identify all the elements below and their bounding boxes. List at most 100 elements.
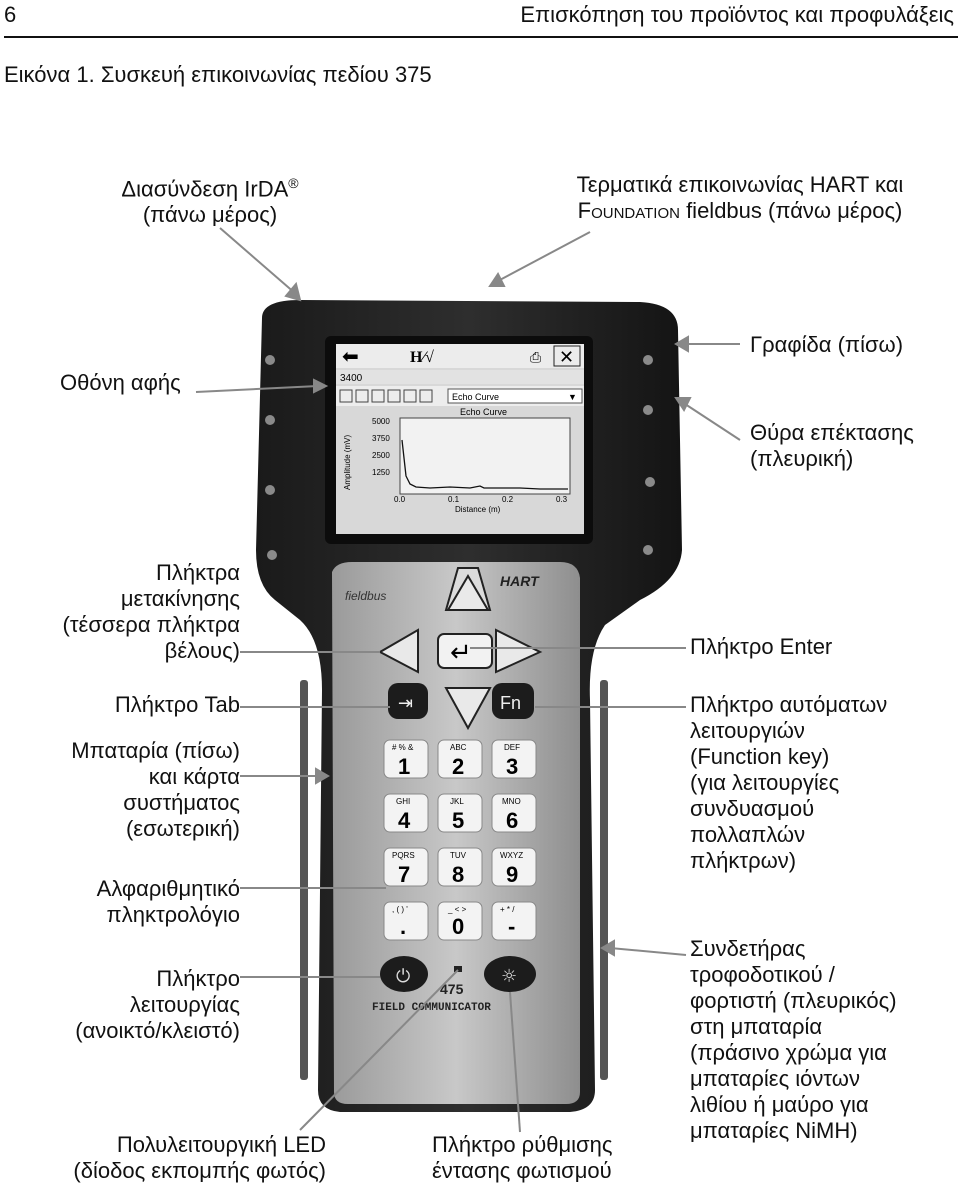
backlight-key [484,956,536,992]
key-4: GHI 4 [383,793,429,833]
navigation-keys [377,567,543,731]
key-period: , ( ) '. [383,901,429,941]
svg-text:H⁄√: H⁄√ [410,349,434,366]
label-keypad: Αλφαριθμητικό πληκτρολόγιο [96,876,240,927]
back-arrow-icon: ⬅ [342,344,359,368]
callout-leader-lines [195,227,741,1133]
svg-text:3: 3 [506,754,518,779]
screen-dropdown: Echo Curve [452,392,499,402]
power-icon: ⏻ [396,966,410,987]
tab-key [388,683,428,719]
key-7: PQRS 7 [383,847,429,887]
close-icon: ✕ [559,347,574,368]
svg-text:DEF: DEF [504,743,520,752]
label-charger-connector: Συνδετήρας τροφοδοτικού / φορτιστή (πλευ… [690,936,897,1143]
dropdown-arrow-icon: ▼ [568,392,577,402]
key-5: JKL 5 [437,793,483,833]
svg-text:.: . [400,914,406,939]
svg-text:9: 9 [506,862,518,887]
svg-text:PQRS: PQRS [392,851,415,860]
lightbulb-icon: ☼ [501,966,517,987]
svg-text:3750: 3750 [372,434,390,443]
key-1: # % & 1 [383,739,429,779]
label-touchscreen: Οθόνη αφής [60,370,181,395]
plot-x-axis-label: Distance (m) [455,505,501,514]
plot-x-ticks: 0.0 0.1 0.2 0.3 [394,495,568,504]
label-power-key: Πλήκτρο λειτουργίας (ανοικτό/κλειστό) [75,966,240,1043]
page-header-title: Επισκόπηση του προϊόντος και προφυλάξεις [520,2,954,27]
power-key [380,956,428,992]
svg-text:0.0: 0.0 [394,495,406,504]
down-arrow-key [444,687,492,731]
figure-caption: Εικόνα 1. Συσκευή επικοινωνίας πεδίου 37… [4,62,432,87]
key-8: TUV 8 [437,847,483,887]
model-name: FIELD COMMUNICATOR [372,1002,491,1014]
svg-text:-: - [508,914,515,939]
label-tab-key: Πλήκτρο Tab [114,692,240,717]
label-expansion-port: Θύρα επέκτασης(πλευρική) [750,420,914,471]
plot-title: Echo Curve [460,407,507,417]
svg-text:TUV: TUV [450,851,467,860]
svg-text:+ * /: + * / [500,905,515,914]
status-led [454,966,462,972]
label-led: Πολυλειτουργική LED (δίοδος εκπομπής φωτ… [73,1132,326,1183]
key-2: ABC 2 [437,739,483,779]
label-hart-terminals: Τερματικά επικοινωνίας HART και Foundati… [576,172,904,223]
side-grip-left [300,680,308,1080]
plot-y-axis-label: Amplitude (mV) [343,435,352,490]
key-minus: + * /- [491,901,537,941]
label-navigation-keys: Πλήκτρα μετακίνησης (τέσσερα πλήκτρα βέλ… [62,560,240,663]
svg-text:GHI: GHI [396,797,410,806]
label-irda: Διασύνδεση IrDA® (πάνω μέρος) [121,175,299,228]
body-screws [265,355,655,560]
key-0: _ < >0 [437,901,483,941]
svg-text:5000: 5000 [372,417,390,426]
header-divider [4,36,958,38]
tab-icon: ⇥ [398,693,413,714]
svg-text:0.2: 0.2 [502,495,514,504]
fn-key [492,683,534,719]
label-function-key: Πλήκτρο αυτόματων λειτουργιών (Function … [690,692,888,873]
svg-text:WXYZ: WXYZ [500,851,523,860]
save-icon: ⎙ [530,350,541,366]
svg-text:0.3: 0.3 [556,495,568,504]
key-3: DEF 3 [491,739,537,779]
svg-text:8: 8 [452,862,464,887]
echo-curve-line [401,439,568,490]
fn-key-label: Fn [500,693,521,713]
svg-text:1: 1 [398,754,410,779]
left-arrow-key [377,628,419,674]
svg-text:7: 7 [398,862,410,887]
label-backlight-key: Πλήκτρο ρύθμισης έντασης φωτισμού [432,1132,613,1183]
svg-text:ABC: ABC [450,743,467,752]
label-enter-key: Πλήκτρο Enter [690,634,833,659]
fieldbus-logo: fieldbus [345,589,386,603]
label-stylus: Γραφίδα (πίσω) [750,332,904,357]
enter-key [437,633,493,669]
echo-curve-plot [399,417,571,495]
key-6: MNO 6 [491,793,537,833]
svg-text:4: 4 [398,808,411,833]
svg-text:JKL: JKL [450,797,464,806]
svg-text:# % &: # % & [392,743,414,752]
side-grip-right [600,680,608,1080]
svg-text:2500: 2500 [372,451,390,460]
screen-tag: 3400 [340,373,363,384]
model-number: 475 [440,981,464,997]
key-9: WXYZ 9 [491,847,537,887]
svg-text:2: 2 [452,754,464,779]
svg-text:5: 5 [452,808,464,833]
page-number: 6 [4,2,17,27]
right-arrow-key [495,628,543,674]
alphanumeric-keypad: # % & 1 ABC 2 DEF 3 GHI 4 JKL 5 MNO 6 PQRS 7 TU… [383,739,537,941]
plot-y-ticks: 5000 3750 2500 1250 [372,417,390,477]
svg-text:_ < >: _ < > [447,905,467,914]
label-battery: Μπαταρία (πίσω) και κάρτα συστήματος (εσ… [71,738,240,841]
svg-text:, ( ) ': , ( ) ' [392,905,408,914]
svg-text:0.1: 0.1 [448,495,460,504]
svg-text:6: 6 [506,808,518,833]
svg-text:MNO: MNO [502,797,521,806]
enter-icon: ↵ [450,638,472,668]
svg-text:0: 0 [452,914,464,939]
